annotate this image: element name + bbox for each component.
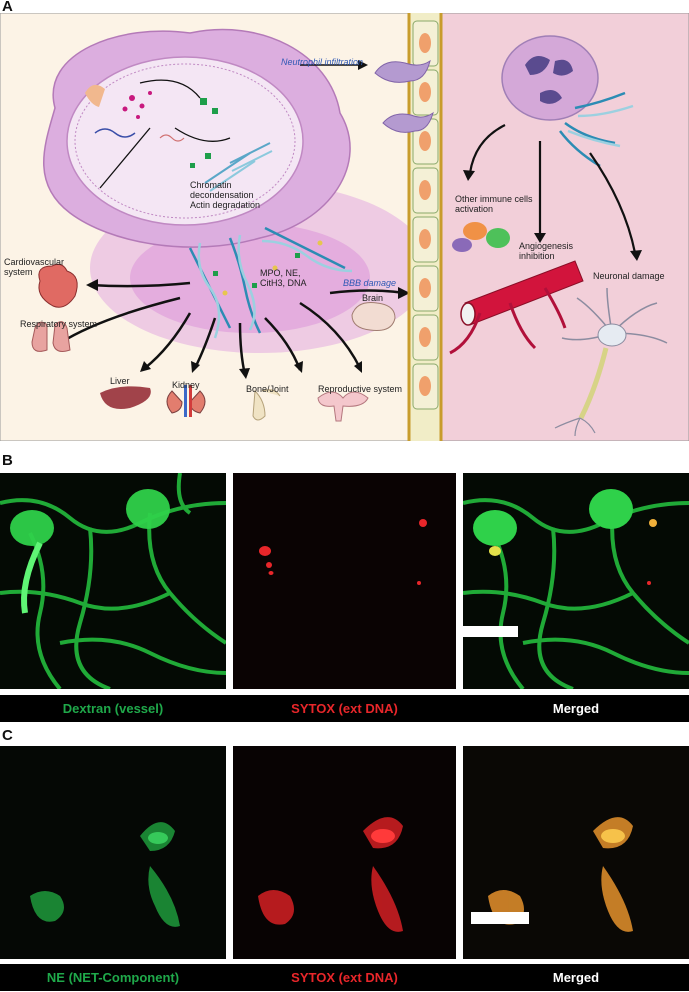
label-brain: Brain xyxy=(362,293,384,303)
panel-c-caption-merged: Merged xyxy=(552,970,600,985)
panel-b-caption-sytox: SYTOX (ext DNA) xyxy=(291,701,398,716)
label-reproductive: Reproductive system xyxy=(318,384,403,394)
panel-b-merged-image xyxy=(463,473,689,689)
label-immune-activation-2: activation xyxy=(455,204,494,214)
panel-b-sytox-image xyxy=(233,473,456,689)
label-net-components-1: MPO, NE, xyxy=(260,268,301,278)
panel-c-letter: C xyxy=(2,727,13,744)
label-bone-joint: Bone/Joint xyxy=(246,384,289,394)
label-actin-degradation: Actin degradation xyxy=(190,200,261,210)
panel-c-sytox-image xyxy=(233,746,456,959)
panel-a-illustration xyxy=(0,13,689,441)
label-respiratory: Respiratory system xyxy=(20,319,98,329)
panel-c-ne-image xyxy=(0,746,226,959)
label-angiogenesis-1: Angiogenesis xyxy=(519,241,574,251)
panel-b-caption-dextran: Dextran (vessel) xyxy=(62,701,164,716)
label-net-components-2: CitH3, DNA xyxy=(260,278,307,288)
label-liver: Liver xyxy=(110,376,130,386)
panel-b-letter: B xyxy=(2,452,13,469)
panel-b-dextran-image xyxy=(0,473,226,689)
panel-b-caption-merged: Merged xyxy=(552,701,600,716)
panel-a-letter: A xyxy=(2,0,13,15)
panel-c-caption-bar: NE (NET-Component) SYTOX (ext DNA) Merge… xyxy=(0,964,689,991)
label-chromatin: Chromatin xyxy=(190,180,232,190)
panel-c-merged-image xyxy=(463,746,689,959)
label-kidney: Kidney xyxy=(172,380,200,390)
label-neutrophil-infiltration: Neutrophil infiltration xyxy=(281,57,364,67)
label-bbb-damage: BBB damage xyxy=(343,278,397,288)
label-cardiovascular-system: system xyxy=(4,267,33,277)
label-decondensation: decondensation xyxy=(190,190,254,200)
label-neuronal-damage: Neuronal damage xyxy=(593,271,665,281)
panel-c-scale-bar xyxy=(471,912,529,924)
panel-c-caption-ne: NE (NET-Component) xyxy=(46,970,180,985)
label-cardiovascular: Cardiovascular xyxy=(4,257,65,267)
label-angiogenesis-2: inhibition xyxy=(519,251,555,261)
panel-c-caption-sytox: SYTOX (ext DNA) xyxy=(291,970,398,985)
label-immune-activation-1: Other immune cells xyxy=(455,194,533,204)
panel-b-scale-bar xyxy=(463,626,518,637)
panel-b-caption-bar: Dextran (vessel) SYTOX (ext DNA) Merged xyxy=(0,695,689,722)
